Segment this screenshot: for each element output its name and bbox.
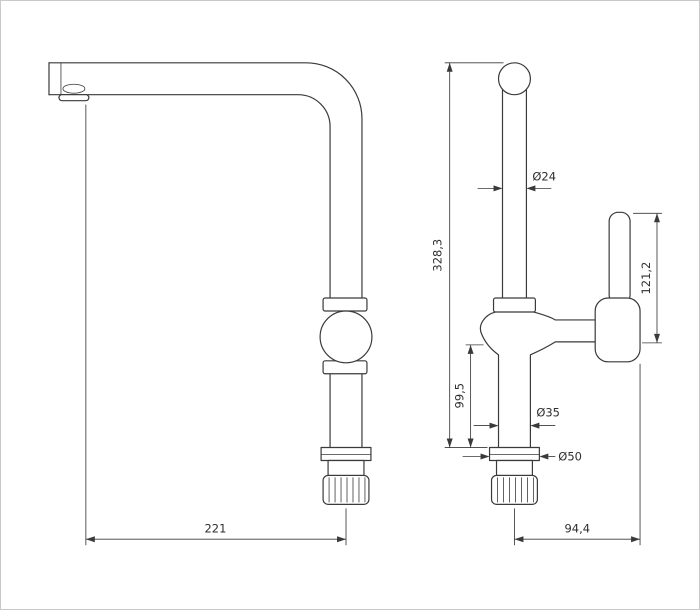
base-flange xyxy=(320,446,372,462)
dimension-label-overall-height: 328,3 xyxy=(431,239,445,272)
mounting-nut-front xyxy=(490,474,538,505)
spout-bend-circle xyxy=(497,62,532,96)
body-right-profile-top xyxy=(532,311,596,321)
dimension-base-flange-diameter: Ø50 xyxy=(462,449,582,463)
dimension-label-lever-height: 121,2 xyxy=(639,262,653,295)
dimension-label-body-height: 99,5 xyxy=(453,383,467,409)
dimension-handle-offset: 94,4 xyxy=(514,363,641,546)
dimension-label-spout-reach: 221 xyxy=(205,521,227,535)
dimension-lever-height: 121,2 xyxy=(633,212,662,344)
body-collar xyxy=(492,297,536,313)
spout-outer-profile xyxy=(48,62,363,299)
dimensions: 221 328,3 Ø24 121,2 xyxy=(85,62,662,546)
dimension-label-base-flange-diameter: Ø50 xyxy=(558,449,582,463)
spout-inner-profile xyxy=(48,94,331,299)
mounting-nut-knurling xyxy=(328,477,366,503)
dimension-body-height: 99,5 xyxy=(453,344,484,448)
base-step-front xyxy=(495,459,533,477)
swivel-ball xyxy=(319,310,373,364)
side-view xyxy=(48,62,373,505)
body-right-profile-bottom xyxy=(529,341,596,449)
dimension-label-spout-pipe-diameter: Ø24 xyxy=(532,169,556,183)
mounting-nut xyxy=(322,474,370,505)
mounting-nut-knurling-front xyxy=(497,477,534,503)
body-left-profile xyxy=(479,311,500,449)
dimension-overall-height: 328,3 xyxy=(431,62,504,448)
dimension-spout-reach: 221 xyxy=(85,104,347,546)
aerator-opening xyxy=(62,83,86,94)
dimension-riser-diameter: Ø35 xyxy=(473,406,560,429)
base-flange-front xyxy=(488,446,540,462)
dimension-label-riser-diameter: Ø35 xyxy=(536,406,560,420)
base-step xyxy=(327,459,365,477)
dimension-label-handle-offset: 94,4 xyxy=(564,521,590,535)
dimension-spout-pipe-diameter: Ø24 xyxy=(477,169,556,192)
handle-body xyxy=(594,297,641,363)
joint-collar-top xyxy=(322,297,368,312)
front-view xyxy=(479,62,641,505)
aerator-housing xyxy=(58,94,90,102)
handle-lever xyxy=(608,211,631,305)
